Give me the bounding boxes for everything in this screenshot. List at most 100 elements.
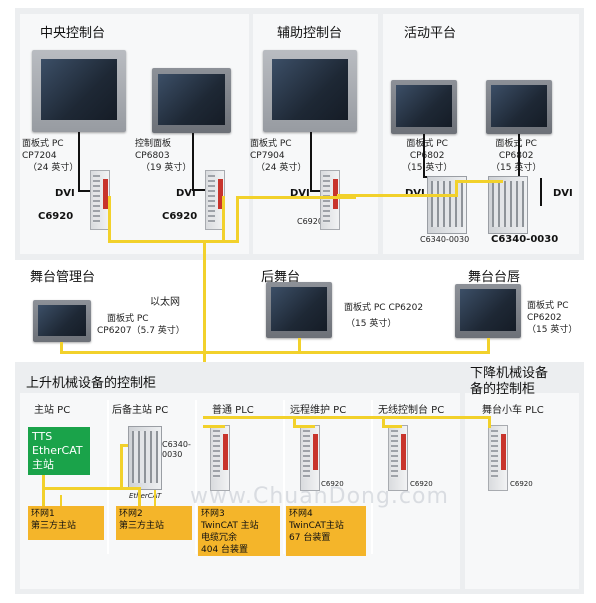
backstage-title: 后舞台 <box>261 270 301 285</box>
activity-platform-title: 活动平台 <box>404 26 457 41</box>
tts-line-1: TTS <box>32 430 53 443</box>
cp7904-dvi: DVI <box>290 188 310 199</box>
column-divider <box>283 400 285 554</box>
ethernet-line <box>138 487 141 507</box>
ethernet-line <box>108 196 111 243</box>
column-divider <box>107 400 109 554</box>
ring-3-box: 环网3 TwinCAT 主站 电缆冗余 404 台装置 <box>198 506 280 556</box>
cp6802b-label: 面板式 PC CP6802 （15 英寸） <box>491 138 541 174</box>
lowering-cabinet-title: 下降机械设备 备的控制柜 <box>470 366 548 398</box>
ethernet-line <box>236 196 356 199</box>
backup-rack <box>128 426 162 490</box>
cp6207-model: CP6207（5.7 英寸） <box>97 326 185 336</box>
ring-2-box: 环网2 第三方主站 <box>116 506 192 540</box>
ethernet-line <box>293 425 315 428</box>
ring-3-master: TwinCAT 主站 <box>201 521 259 531</box>
backup-pc-label: 后备主站 PC <box>112 405 169 416</box>
cp7204-dvi: DVI <box>55 188 75 199</box>
cp6207-type: 面板式 PC <box>107 314 149 324</box>
ring-1-box: 环网1 第三方主站 <box>28 506 104 540</box>
ring-4-master: TwinCAT主站 <box>289 521 344 531</box>
cp6802a-label: 面板式 PC CP6802 （15 英寸） <box>402 138 452 174</box>
tts-line-2: EtherCAT <box>32 444 83 457</box>
monitor-cp7904 <box>263 50 357 132</box>
ethernet-line <box>488 416 491 428</box>
cp6802b-model: CP6802 <box>498 151 534 161</box>
lowering-cabinet-title-1: 下降机械设备 <box>470 366 549 381</box>
controller-wireless <box>388 425 408 491</box>
activity-platform-panel <box>383 14 579 254</box>
ring-2-title: 环网2 <box>119 509 143 519</box>
cp6202b-size: （15 英寸） <box>527 325 578 335</box>
cp6802a-model: CP6802 <box>409 151 445 161</box>
cp6802b-type: 面板式 PC <box>495 139 537 149</box>
controller-c6920 <box>320 170 340 230</box>
cp6802a-size: （15 英寸） <box>402 163 453 173</box>
monitor-cp6202-b <box>455 284 521 338</box>
tts-ethercat-master: TTS EtherCAT 主站 <box>28 427 90 475</box>
ethernet-line <box>203 416 491 419</box>
ring-1-desc: 第三方主站 <box>31 521 77 531</box>
ethernet-line <box>298 338 301 353</box>
cp7204-size: （24 英寸） <box>28 163 79 173</box>
ethernet-line <box>487 338 490 353</box>
trolley-plc-label: 舞台小车 PLC <box>482 405 544 416</box>
controller-trolley <box>488 425 508 491</box>
ethernet-line <box>222 196 225 242</box>
rack-c6340 <box>427 176 467 234</box>
cp6803-c6920: C6920 <box>162 211 198 222</box>
controller-remote-pc <box>300 425 320 491</box>
lowering-cabinet-title-2: 备的控制柜 <box>470 382 536 397</box>
plc-label: 普通 PLC <box>212 405 254 416</box>
cp6202b-type: 面板式 PC <box>527 301 569 311</box>
cp6802a-rack-label: C6340-0030 <box>420 235 470 244</box>
ethernet-line <box>60 495 62 507</box>
dvi-cable <box>518 134 520 178</box>
cp6202b-model: CP6202 <box>527 313 562 323</box>
ethernet-line <box>455 180 458 197</box>
monitor-cp6802-a <box>391 80 457 134</box>
cp6803-dvi: DVI <box>176 188 196 199</box>
remote-pc-c6920: C6920 <box>321 480 344 488</box>
wireless-pc-label: 无线控制台 PC <box>378 405 445 416</box>
ring-4-box: 环网4 TwinCAT主站 67 台装置 <box>286 506 366 556</box>
stage-lip-title: 舞台台唇 <box>468 270 521 285</box>
cp6202a-model: CP6202 <box>388 303 424 313</box>
cp6207-label: 面板式 PC CP6207（5.7 英寸） <box>97 313 185 337</box>
ethernet-line <box>337 194 457 197</box>
ethernet-line <box>154 490 156 507</box>
ethernet-line <box>60 342 63 354</box>
monitor-cp7204 <box>32 50 126 132</box>
cp6802a-dvi: DVI <box>405 188 425 199</box>
cp6202a-size: （15 英寸） <box>346 319 397 329</box>
ethernet-line <box>42 475 45 507</box>
lowering-cabinet-panel <box>465 393 579 589</box>
cp7904-type: 面板式 PC <box>250 139 292 149</box>
ring-4-title: 环网4 <box>289 509 313 519</box>
ethercat-tag: EtherCAT <box>129 492 162 500</box>
cp7204-label: 面板式 PC CP7204 （24 英寸） <box>22 138 78 174</box>
cp6202a-type: 面板式 PC <box>344 303 386 313</box>
backup-rack-label: C6340- 0030 <box>162 440 191 460</box>
monitor-cp6202-a <box>266 282 332 338</box>
ring-3-redundancy: 电缆冗余 <box>201 533 238 543</box>
ethernet-line <box>293 416 296 428</box>
wireless-c6920: C6920 <box>410 480 433 488</box>
monitor-cp6207 <box>33 300 91 342</box>
dvi-cable <box>540 178 542 206</box>
monitor-cp6803 <box>152 68 231 133</box>
ethernet-line <box>120 444 123 490</box>
ring-3-devices: 404 台装置 <box>201 545 249 555</box>
rack-c6340 <box>488 176 528 234</box>
ring-4-devices: 67 台装置 <box>289 533 331 543</box>
column-divider <box>195 400 197 554</box>
ethernet-line <box>42 487 140 490</box>
dvi-cable <box>192 189 206 191</box>
cp6202a-label: 面板式 PC CP6202 （15 英寸） <box>344 302 423 330</box>
cp7904-c6920: C6920 <box>297 217 323 226</box>
ethernet-line <box>455 180 503 183</box>
cp6803-label: 控制面板 CP6803 （19 英寸） <box>135 138 191 174</box>
ethernet-line <box>203 425 225 428</box>
backup-rack-label-2: 0030 <box>162 450 183 459</box>
cp7204-type: 面板式 PC <box>22 139 64 149</box>
